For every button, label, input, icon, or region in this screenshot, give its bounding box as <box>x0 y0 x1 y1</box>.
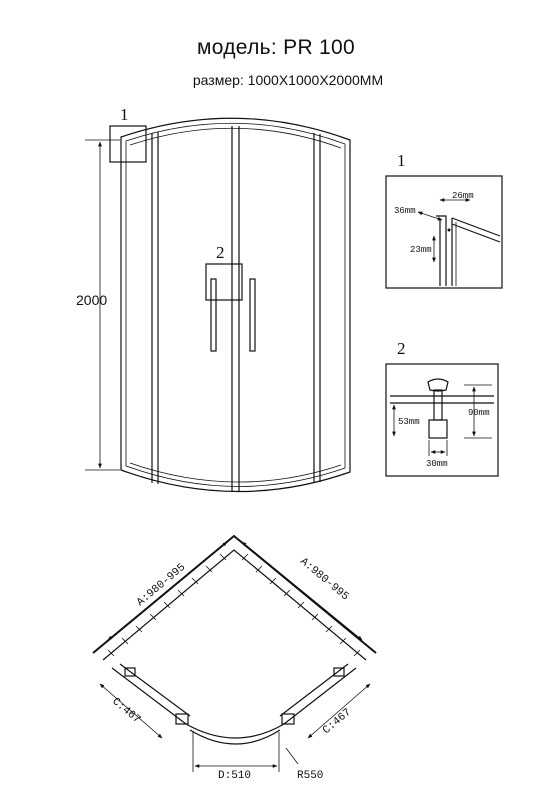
plan-dim-a-right: A:980-995 <box>297 556 350 603</box>
plan-right-roller <box>281 713 295 725</box>
plan-dim-a-left: A:980-995 <box>135 562 188 609</box>
plan-dim-c-right: C:467 <box>321 707 354 737</box>
detail-2-dim-bottom: 30mm <box>426 459 448 469</box>
plan-radius-label: R550 <box>297 770 323 782</box>
plan-right-panel-inner <box>279 663 349 717</box>
plan-dim-c-right-line <box>307 683 371 739</box>
detail-1-dim-vertical: 23mm <box>410 245 432 255</box>
detail-2: 2 90mm 53mm 30mm <box>385 339 499 477</box>
bottom-rail-line <box>129 462 342 483</box>
enclosure-outline <box>120 117 351 493</box>
plan-view: A:980-995 A:980-995 C:467 C:467 D:510 R5… <box>92 534 377 782</box>
detail-1-screw <box>447 228 451 232</box>
detail-2-knob-stem <box>433 389 443 421</box>
plan-dim-c-left: C:467 <box>109 696 142 726</box>
detail-1-dim-top: 26mm <box>452 191 474 201</box>
detail-1-dim-left-line <box>417 211 443 221</box>
plan-left-bracket <box>124 667 136 677</box>
callout-box-1 <box>109 125 147 163</box>
front-view: 2000 1 2 <box>76 105 351 493</box>
size-subtitle: размер: 1000X1000X2000MM <box>192 72 384 88</box>
plan-dim-a-left-line <box>107 541 228 641</box>
detail-2-dim-right: 90mm <box>468 408 490 418</box>
plan-radius-leader <box>285 747 299 765</box>
detail-1-profile-outer <box>436 215 447 286</box>
callout-box-2 <box>205 263 243 301</box>
detail-1: 1 26mm 36mm 23mm <box>385 151 503 289</box>
plan-dim-d: D:510 <box>218 770 251 782</box>
detail-1-rail-top <box>451 217 501 237</box>
enclosure-inner-outline <box>125 122 346 487</box>
plan-dim-a-right-line <box>241 541 363 641</box>
detail-2-label: 2 <box>397 339 406 358</box>
callout-1-label: 1 <box>120 105 129 124</box>
plan-door-arc-inner <box>189 729 281 745</box>
height-label: 2000 <box>76 292 107 308</box>
model-title: модель: PR 100 <box>197 36 355 59</box>
plan-left-roller <box>175 713 189 725</box>
detail-2-knob-head <box>427 378 449 392</box>
detail-1-label: 1 <box>397 151 406 170</box>
left-door-handle <box>210 278 217 352</box>
plan-right-bracket <box>333 667 345 677</box>
detail-1-frame <box>385 175 503 289</box>
plan-dim-c-left-line <box>99 683 163 739</box>
detail-1-rail-bottom <box>451 223 501 243</box>
detail-2-frame <box>385 363 499 477</box>
callout-2-label: 2 <box>216 243 225 262</box>
plan-door-arc-outer <box>185 723 285 739</box>
detail-2-dim-left: 53mm <box>398 417 420 427</box>
detail-1-dim-left: 36mm <box>394 206 416 216</box>
top-rail-line <box>129 127 342 149</box>
right-door-handle <box>249 278 256 352</box>
detail-2-knob-base <box>428 419 448 439</box>
